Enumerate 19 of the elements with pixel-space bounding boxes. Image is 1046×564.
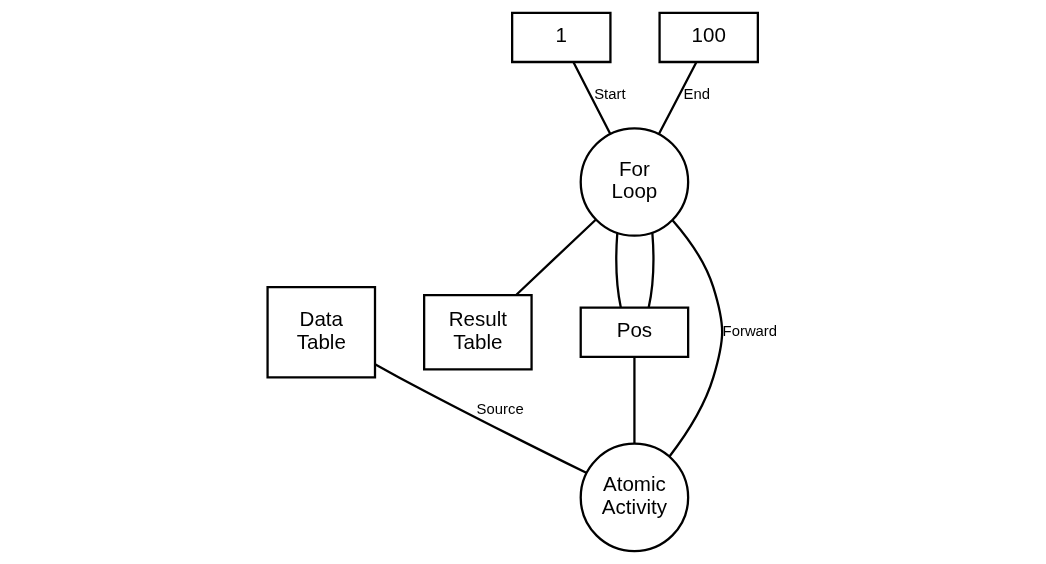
node-box: 1: [511, 11, 612, 64]
node-box: Data Table: [266, 286, 377, 379]
edge-label: Start: [594, 86, 626, 103]
edge-label: End: [683, 86, 710, 103]
node-circle: For Loop: [579, 127, 690, 237]
edge-label: Forward: [722, 323, 778, 340]
connector: [647, 232, 655, 308]
node-box: Result Table: [423, 294, 533, 371]
connector: [633, 357, 636, 444]
connector: [657, 61, 698, 135]
connector: [615, 233, 622, 308]
node-box: Pos: [579, 306, 690, 358]
edge-label: Source: [476, 401, 524, 418]
connector: [374, 363, 587, 474]
connector: [668, 219, 724, 458]
connector: [515, 218, 597, 296]
connector: [572, 61, 612, 135]
node-box: 100: [658, 11, 759, 64]
node-circle: Atomic Activity: [579, 442, 690, 553]
